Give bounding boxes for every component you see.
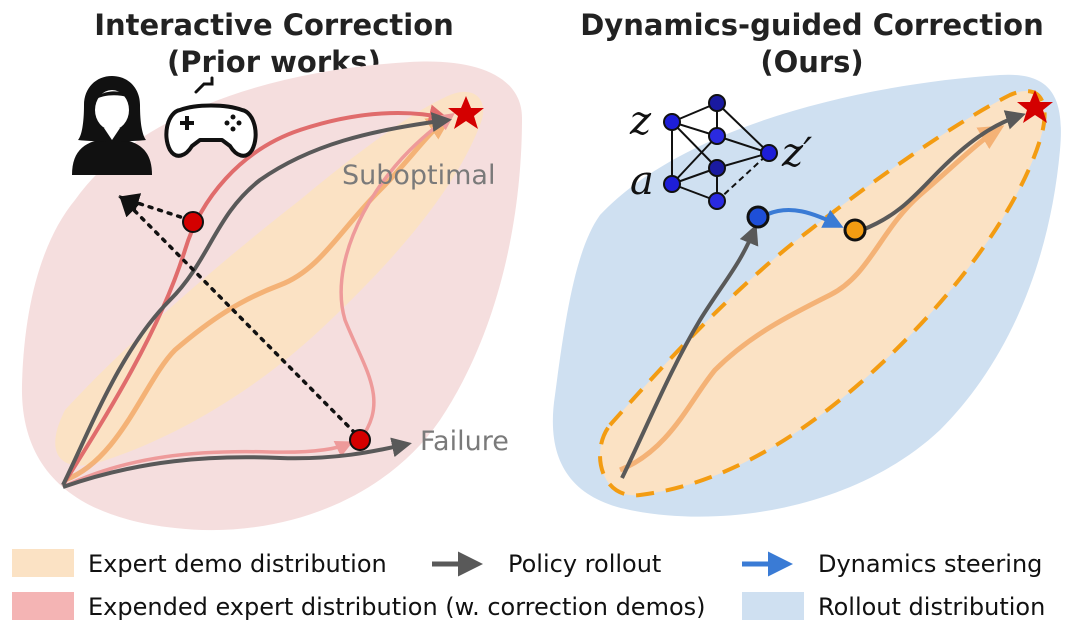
- graph-label-a: a: [630, 158, 654, 204]
- graph-label-zprime: z′: [781, 130, 812, 176]
- steered-state-node: [843, 218, 867, 242]
- network-graph-icon: [663, 94, 778, 210]
- legend: Expert demo distribution Policy rollout …: [12, 549, 1045, 621]
- intervention-node-bottom: [349, 429, 371, 451]
- left-panel: Interactive Correction (Prior works) Sub…: [21, 8, 523, 531]
- legend-swatch-rollout-distribution: [742, 592, 804, 620]
- label-failure: Failure: [420, 426, 509, 457]
- policy-rollout-line-right-upper: [861, 110, 1026, 232]
- legend-swatch-expended-expert: [12, 592, 74, 620]
- legend-swatch-expert-demo: [12, 549, 74, 577]
- correction-demo-line: [61, 104, 449, 487]
- star-icon: [1017, 90, 1053, 123]
- right-panel: Dynamics-guided Correction (Ours): [552, 8, 1061, 517]
- left-title-line1: Interactive Correction: [94, 8, 454, 42]
- policy-rollout-line-left-top: [61, 112, 452, 486]
- expert-demo-region-left: [55, 91, 484, 466]
- current-state-node: [746, 205, 770, 229]
- expert-demo-region-right: [598, 89, 1047, 498]
- label-suboptimal: Suboptimal: [342, 160, 495, 191]
- person-icon: [72, 76, 152, 175]
- star-icon: [448, 96, 484, 129]
- legend-label-dynamics-steering: Dynamics steering: [818, 550, 1042, 578]
- right-title-line1: Dynamics-guided Correction: [580, 8, 1044, 42]
- legend-label-policy-rollout: Policy rollout: [508, 550, 661, 578]
- gamepad-icon: [164, 76, 258, 158]
- legend-label-expended-expert: Expended expert distribution (w. correct…: [88, 593, 706, 621]
- dynamics-steering-arrow: [767, 208, 844, 228]
- policy-rollout-line-left-bottom: [62, 437, 412, 489]
- failure-correction-line: [339, 112, 455, 442]
- right-title-line2: (Ours): [760, 45, 863, 79]
- failure-pink-line: [62, 440, 354, 489]
- policy-rollout-line-right-lower: [620, 224, 759, 479]
- legend-label-expert-demo: Expert demo distribution: [88, 550, 387, 578]
- legend-label-rollout-distribution: Rollout distribution: [818, 593, 1045, 621]
- expert-demo-line-left: [64, 115, 453, 483]
- graph-label-z: z: [629, 98, 652, 144]
- intervention-node-top: [182, 211, 204, 233]
- expert-demo-line-right: [619, 125, 1005, 473]
